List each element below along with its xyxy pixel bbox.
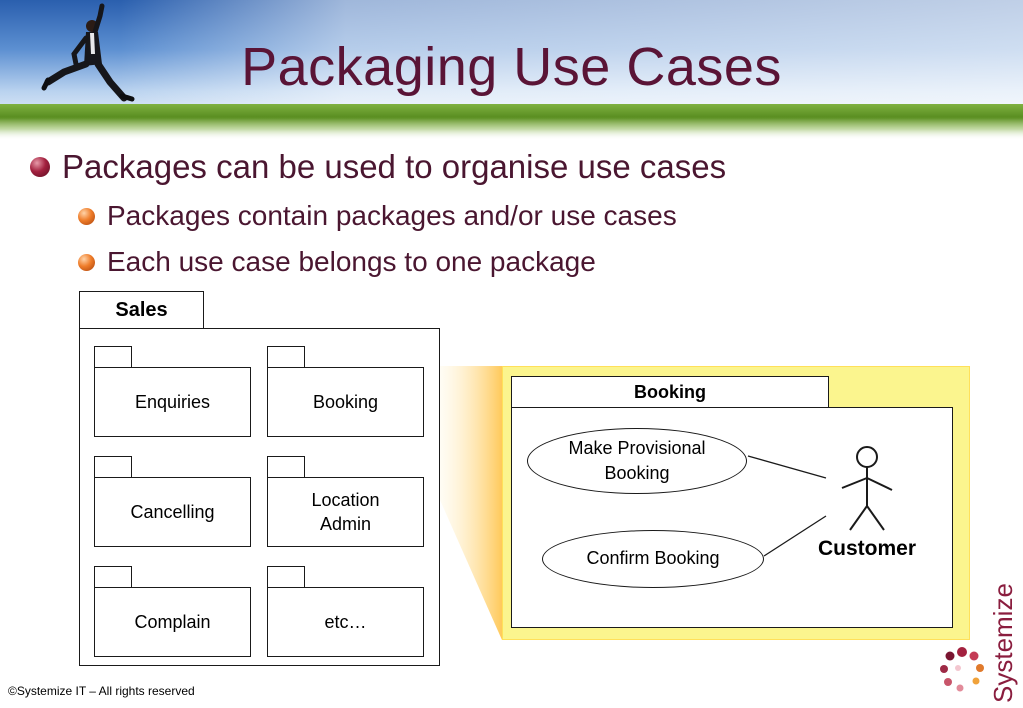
bullet-ball-icon (78, 207, 95, 225)
package-etc: etc… (267, 587, 424, 657)
bullet-text: Packages contain packages and/or use cas… (107, 200, 677, 231)
bullet-level2: Each use case belongs to one package (78, 246, 596, 278)
actor-name: Customer (817, 537, 917, 560)
use-case-make-provisional-booking: Make Provisional Booking (527, 428, 747, 494)
package-tab (267, 456, 305, 478)
booking-package-name: Booking (634, 381, 706, 402)
booking-package-tab: Booking (511, 376, 829, 408)
package-location-admin: Location Admin (267, 477, 424, 547)
header-banner: Packaging Use Cases (0, 0, 1023, 140)
jumping-businessman-icon (41, 3, 135, 102)
brand-name: Systemize IT (988, 575, 1018, 703)
package-complain: Complain (94, 587, 251, 657)
bullet-ball-icon (30, 157, 50, 177)
package-booking: Booking (267, 367, 424, 437)
brand-wordmark: Systemize IT (988, 575, 1018, 703)
package-cancelling: Cancelling (94, 477, 251, 547)
systemize-logo-icon (940, 647, 984, 692)
stick-figure-actor-icon (841, 446, 893, 531)
package-tab (94, 346, 132, 368)
bullet-text: Each use case belongs to one package (107, 246, 596, 277)
use-case-confirm-booking: Confirm Booking (542, 530, 764, 588)
package-enquiries: Enquiries (94, 367, 251, 437)
bullet-level1: Packages can be used to organise use cas… (30, 148, 726, 186)
package-tab (94, 456, 132, 478)
bullet-text: Packages can be used to organise use cas… (62, 148, 727, 185)
grass-fade (0, 118, 1023, 140)
package-tab (267, 346, 305, 368)
copyright-notice: ©Systemize IT – All rights reserved (8, 684, 195, 698)
bullet-ball-icon (78, 253, 95, 271)
package-tab (267, 566, 305, 588)
sales-package-tab: Sales (79, 291, 204, 330)
sales-package-name: Sales (115, 299, 168, 321)
package-tab (94, 566, 132, 588)
page-title: Packaging Use Cases (241, 37, 782, 97)
bullet-level2: Packages contain packages and/or use cas… (78, 200, 677, 232)
